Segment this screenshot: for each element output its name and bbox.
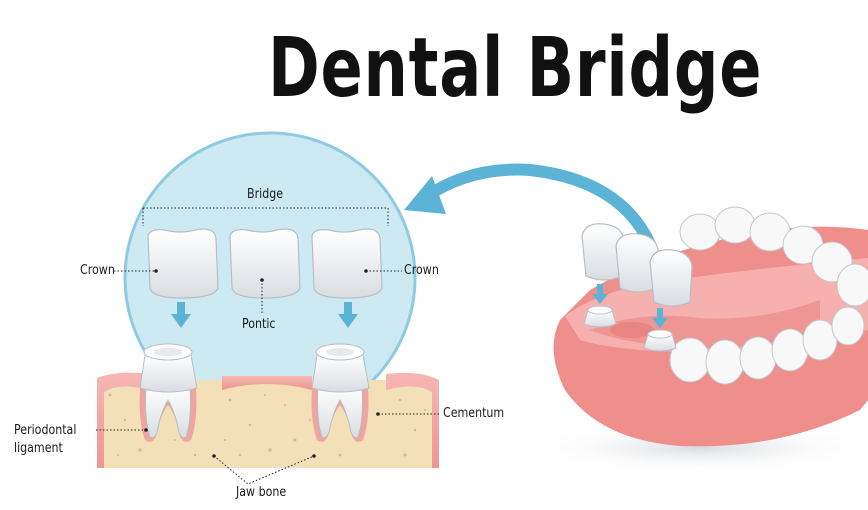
label-crown-left: Crown bbox=[80, 263, 115, 278]
curved-arrow bbox=[418, 163, 656, 250]
bridge-pontic bbox=[229, 228, 301, 299]
leader-dots bbox=[144, 269, 380, 458]
abutment-tooth-left bbox=[139, 343, 198, 442]
jaw-model bbox=[553, 206, 868, 447]
abutment-tooth-right bbox=[311, 343, 370, 442]
down-arrows bbox=[171, 302, 358, 328]
bridge-bracket bbox=[142, 207, 389, 226]
label-jaw-bone: Jaw bone bbox=[236, 485, 287, 500]
label-periodontal: Periodontal bbox=[14, 423, 77, 438]
gum-right bbox=[386, 372, 439, 468]
label-ligament: ligament bbox=[14, 441, 63, 456]
label-cementum: Cementum bbox=[443, 406, 505, 421]
gum-middle bbox=[222, 376, 312, 390]
bridge-crown-right bbox=[311, 228, 383, 299]
label-crown-right: Crown bbox=[404, 263, 439, 278]
leader-lines bbox=[96, 270, 440, 485]
bridge-crown-left bbox=[147, 228, 219, 299]
bone-texture bbox=[108, 393, 426, 457]
curved-arrow-head bbox=[404, 176, 446, 214]
label-pontic: Pontic bbox=[242, 317, 276, 332]
label-bridge: Bridge bbox=[247, 187, 284, 202]
